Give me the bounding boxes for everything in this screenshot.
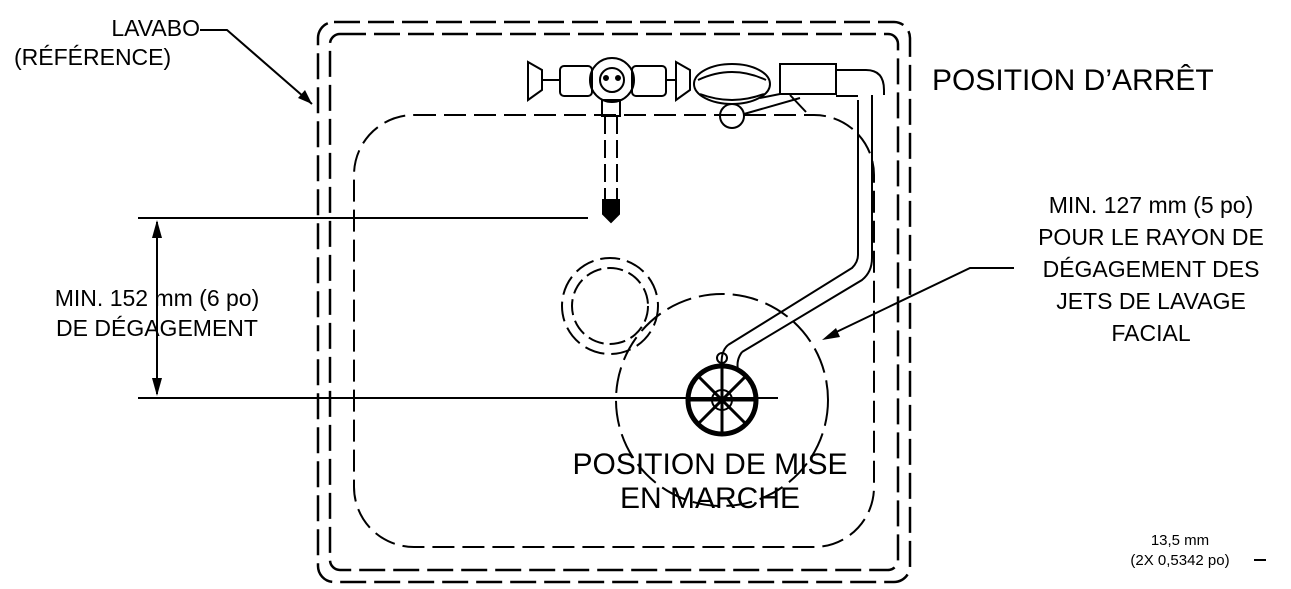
- off-position-label: POSITION D’ARRÊT: [932, 64, 1214, 97]
- eyewash-head-icon: [693, 63, 837, 129]
- on-position-label-line2: EN MARCHE: [619, 482, 800, 515]
- sink-label-line1: LAVABO: [111, 15, 200, 41]
- dimension-note-line1: 13,5 mm: [1150, 532, 1210, 549]
- dimension-note-line2: (2X 0,5342 po): [1130, 552, 1230, 569]
- faucet-spout-icon: [601, 99, 621, 224]
- wash-wheel-icon: [685, 352, 759, 437]
- sink-leader-arrow: [298, 90, 312, 104]
- clearance-label: MIN. 152 mm (6 po) DE DÉGAGEMENT: [16, 283, 298, 343]
- on-position-label-line1: POSITION DE MISE: [572, 448, 848, 481]
- radius-leader-arrow: [822, 328, 840, 340]
- radius-label-line4: JETS DE LAVAGE: [1056, 288, 1246, 314]
- sink-leader-line: [200, 29, 313, 105]
- dimension-arrow-bottom: [152, 378, 162, 396]
- radius-label-line3: DÉGAGEMENT DES: [1042, 256, 1260, 282]
- sink-label-line2: (RÉFÉRENCE): [14, 44, 172, 70]
- radius-label: MIN. 127 mm (5 po) POUR LE RAYON DE DÉGA…: [1015, 189, 1287, 349]
- sink-reference-label: LAVABO (RÉFÉRENCE): [0, 14, 200, 72]
- sink-outer-outline: [316, 20, 912, 584]
- radius-label-line5: FACIAL: [1111, 320, 1191, 346]
- valve-handle-icon: [527, 57, 691, 103]
- radius-label-line2: POUR LE RAYON DE: [1038, 224, 1264, 250]
- spray-clearance-circle: [615, 293, 829, 507]
- dimension-note: 13,5 mm (2X 0,5342 po): [1108, 531, 1252, 571]
- drain-outer-circle: [561, 257, 659, 355]
- on-position-label: POSITION DE MISE EN MARCHE: [540, 448, 880, 516]
- radius-leader-line: [827, 267, 1014, 337]
- radius-label-line1: MIN. 127 mm (5 po): [1048, 192, 1254, 218]
- dimension-arrow-top: [152, 220, 162, 238]
- clearance-label-line1: MIN. 152 mm (6 po): [54, 285, 260, 311]
- drain-inner-circle: [571, 267, 649, 345]
- clearance-label-line2: DE DÉGAGEMENT: [56, 315, 258, 341]
